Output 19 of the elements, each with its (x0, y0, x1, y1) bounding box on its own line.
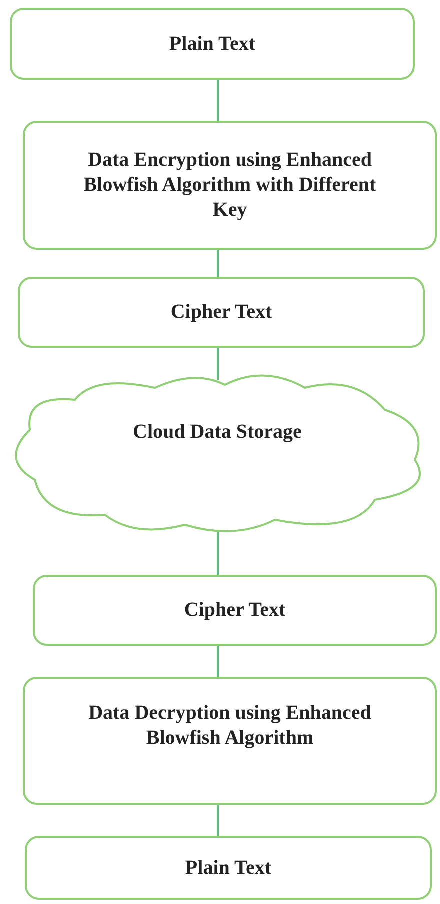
process-box (25, 836, 432, 900)
connector-line (217, 646, 219, 677)
node-label: Plain Text (169, 32, 256, 56)
process-box (23, 677, 437, 805)
process-box (18, 277, 425, 348)
node-label: Cloud Data Storage (133, 420, 302, 445)
connector-line (217, 348, 219, 380)
connector-line (217, 805, 219, 836)
node-label: Data Decryption using Enhanced Blowfish Algorithm (88, 701, 372, 751)
process-box (10, 8, 415, 80)
connector-line (217, 530, 219, 575)
process-box (23, 121, 437, 250)
process-box (33, 575, 437, 646)
node-label: Cipher Text (184, 598, 286, 623)
connector-line (217, 250, 219, 277)
node-label: Plain Text (185, 856, 272, 880)
node-label: Data Encryption using Enhanced Blowfish Algorithm with Different Key (82, 148, 378, 223)
connector-line (217, 80, 219, 121)
node-label: Cipher Text (170, 300, 272, 325)
